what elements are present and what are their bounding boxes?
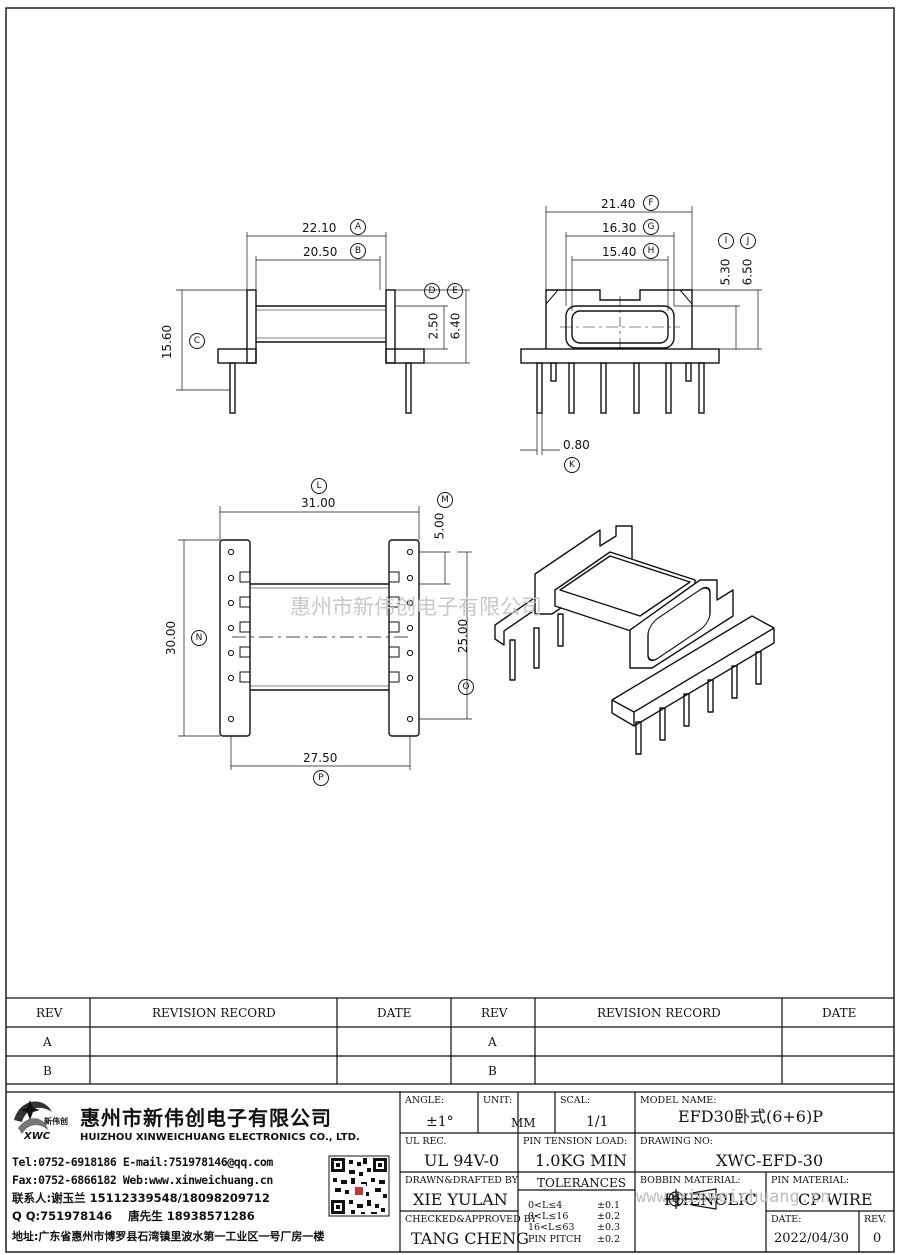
dim-a-value: 22.10 [302, 221, 337, 235]
dim-p-mark: P [313, 770, 329, 786]
date-value: 2022/04/30 [774, 1231, 849, 1246]
dim-h-mark: H [643, 243, 659, 259]
projection-symbol [664, 1188, 720, 1210]
dim-g-mark: G [643, 219, 659, 235]
rev-row-b-right: B [488, 1064, 497, 1078]
pin-tension-label: PIN TENSION LOAD: [523, 1136, 628, 1147]
dim-l-value: 31.00 [301, 496, 336, 510]
logo-text: 新伟创 [44, 1117, 68, 1126]
dim-l-mark: L [311, 478, 327, 494]
company-fax: Fax:0752-6866182 Web:www.xinweichuang.cn [12, 1173, 273, 1187]
dim-i-mark: I [718, 233, 734, 249]
checked-label: CHECKED&APPROVED BY [405, 1214, 537, 1225]
revision-table [6, 997, 894, 1093]
dim-p-value: 27.50 [303, 751, 338, 765]
side-view [520, 206, 762, 455]
rev-row-a-right: A [488, 1035, 497, 1049]
top-view [178, 506, 472, 770]
company-logo [14, 1100, 52, 1134]
dim-j-mark: J [740, 233, 756, 249]
company-contact: 联系人:谢玉兰 15112339548/18098209712 [12, 1191, 270, 1205]
date-header-1: DATE [377, 1006, 412, 1020]
rev-header-2: REV [481, 1006, 508, 1020]
date-header-2: DATE [822, 1006, 857, 1020]
dim-e-mark: E [447, 283, 463, 299]
rev-header-1: REV [36, 1006, 63, 1020]
date-label: DATE: [771, 1214, 802, 1225]
dim-m-mark: M [437, 492, 453, 508]
pin-material-label: PIN MATERIAL: [771, 1175, 850, 1186]
scale-label: SCAL: [560, 1095, 591, 1106]
dim-g-value: 16.30 [602, 221, 637, 235]
dim-m-value: 5.00 [432, 512, 447, 540]
drawn-value: XIE YULAN [413, 1190, 508, 1209]
dim-o-value: 25.00 [456, 618, 471, 654]
dim-b-value: 20.50 [303, 245, 338, 259]
tol-value-3: ±0.3 [597, 1222, 621, 1233]
drawing-no-value: XWC-EFD-30 [716, 1151, 824, 1170]
dim-o-mark: O [458, 679, 474, 695]
dim-f-mark: F [643, 195, 659, 211]
company-qq: Q Q:751978146 唐先生 18938571286 [12, 1209, 255, 1223]
dim-j-value: 6.50 [740, 258, 755, 286]
ul-value: UL 94V-0 [424, 1151, 500, 1170]
rev-row-b-left: B [43, 1064, 52, 1078]
bobbin-label: BOBBIN MATERIAL: [640, 1175, 741, 1186]
revision-record-header-1: REVISION RECORD [152, 1006, 276, 1020]
front-view [176, 232, 470, 414]
tol-range-3: 16<L≤63 [528, 1222, 575, 1233]
company-name-cn: 惠州市新伟创电子有限公司 [80, 1106, 332, 1130]
watermark-corner: www.xinweichuang.cn [636, 1187, 831, 1207]
angle-value: ±1° [426, 1114, 454, 1130]
pin-material-value: CP WIRE [798, 1190, 873, 1209]
angle-label: ANGLE: [405, 1095, 445, 1106]
tolerances-label: TOLERANCES [537, 1176, 626, 1190]
company-address: 地址:广东省惠州市博罗县石湾镇里波水第一工业区一号厂房一楼 [12, 1230, 325, 1243]
tol-range-1: 0<L≤4 [528, 1200, 563, 1211]
isometric-view [494, 525, 775, 755]
qr-code [328, 1155, 390, 1217]
company-name-en: HUIZHOU XINWEICHUANG ELECTRONICS CO., LT… [80, 1132, 360, 1143]
bobbin-value: PHENOLIC [664, 1190, 757, 1209]
model-value: EFD30卧式(6+6)P [678, 1107, 823, 1126]
dim-d-mark: D [424, 283, 440, 299]
watermark-center: 惠州市新伟创电子有限公司 [290, 595, 542, 619]
rev-label: REV. [864, 1214, 887, 1225]
dim-c-mark: C [189, 333, 205, 349]
unit-value: MM [511, 1116, 536, 1130]
rev-row-a-left: A [43, 1035, 52, 1049]
tol-value-2: ±0.2 [597, 1211, 621, 1222]
dim-d-value: 2.50 [426, 312, 441, 340]
logo-abbr: XWC [24, 1131, 51, 1142]
unit-label: UNIT: [483, 1095, 513, 1106]
company-tel: Tel:0752-6918186 E-mail:751978146@qq.com [12, 1155, 273, 1169]
tol-range-4: PIN PITCH [528, 1234, 582, 1245]
checked-value: TANG CHENG [411, 1229, 529, 1248]
drawing-no-label: DRAWING NO: [640, 1136, 713, 1147]
dim-n-value: 30.00 [164, 620, 179, 656]
rev-value: 0 [873, 1231, 882, 1246]
dim-f-value: 21.40 [601, 197, 636, 211]
revision-record-header-2: REVISION RECORD [597, 1006, 721, 1020]
drawn-label: DRAWN&DRAFTED BY [405, 1175, 518, 1186]
dim-e-value: 6.40 [448, 312, 463, 340]
dim-k-value: 0.80 [563, 438, 590, 452]
dim-c-value: 15.60 [160, 324, 175, 360]
model-label: MODEL NAME: [640, 1095, 717, 1106]
title-block-grid [399, 1092, 894, 1252]
dim-i-value: 5.30 [718, 258, 733, 286]
dim-k-mark: K [564, 457, 580, 473]
scale-value: 1/1 [586, 1114, 609, 1130]
tol-value-1: ±0.1 [597, 1200, 621, 1211]
tol-range-2: 0<L≤16 [528, 1211, 569, 1222]
dim-h-value: 15.40 [602, 245, 637, 259]
dim-b-mark: B [350, 243, 366, 259]
dim-a-mark: A [350, 219, 366, 235]
ul-label: UL REC. [405, 1136, 447, 1147]
pin-tension-value: 1.0KG MIN [535, 1151, 627, 1170]
dim-n-mark: N [191, 630, 207, 646]
tol-value-4: ±0.2 [597, 1234, 621, 1245]
